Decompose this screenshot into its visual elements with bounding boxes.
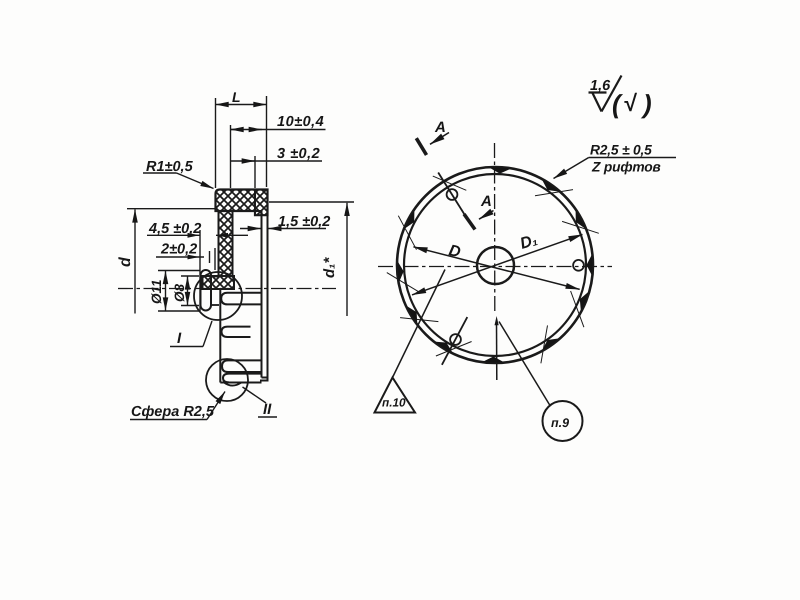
svg-text:п.9: п.9: [551, 416, 569, 430]
svg-text:Ø8: Ø8: [172, 283, 187, 302]
svg-text:Ø11: Ø11: [149, 279, 164, 304]
svg-text:I: I: [177, 330, 182, 347]
svg-text:A: A: [480, 193, 492, 210]
svg-text:п.10: п.10: [382, 396, 406, 410]
svg-text:1,6: 1,6: [590, 78, 611, 94]
svg-text:A: A: [434, 119, 446, 136]
svg-text:D: D: [447, 242, 462, 261]
svg-text:Z рифтов: Z рифтов: [591, 160, 661, 175]
svg-text:2±0,2: 2±0,2: [160, 242, 197, 258]
svg-text:II: II: [263, 401, 272, 418]
svg-text:d: d: [117, 256, 134, 267]
svg-text:1,5 ±0,2: 1,5 ±0,2: [278, 214, 330, 230]
svg-text:3 ±0,2: 3 ±0,2: [277, 146, 320, 162]
svg-text:R1±0,5: R1±0,5: [146, 159, 194, 175]
svg-text:): ): [640, 89, 652, 119]
svg-text:L: L: [232, 89, 241, 105]
svg-text:√: √: [623, 90, 638, 116]
svg-text:D₁: D₁: [518, 232, 539, 253]
svg-text:10±0,4: 10±0,4: [277, 114, 324, 130]
svg-text:d₁*: d₁*: [321, 257, 338, 278]
svg-text:R2,5 ± 0,5: R2,5 ± 0,5: [590, 143, 652, 158]
svg-text:4,5 ±0,2: 4,5 ±0,2: [148, 221, 201, 237]
svg-text:Сфера R2,5: Сфера R2,5: [131, 404, 215, 420]
